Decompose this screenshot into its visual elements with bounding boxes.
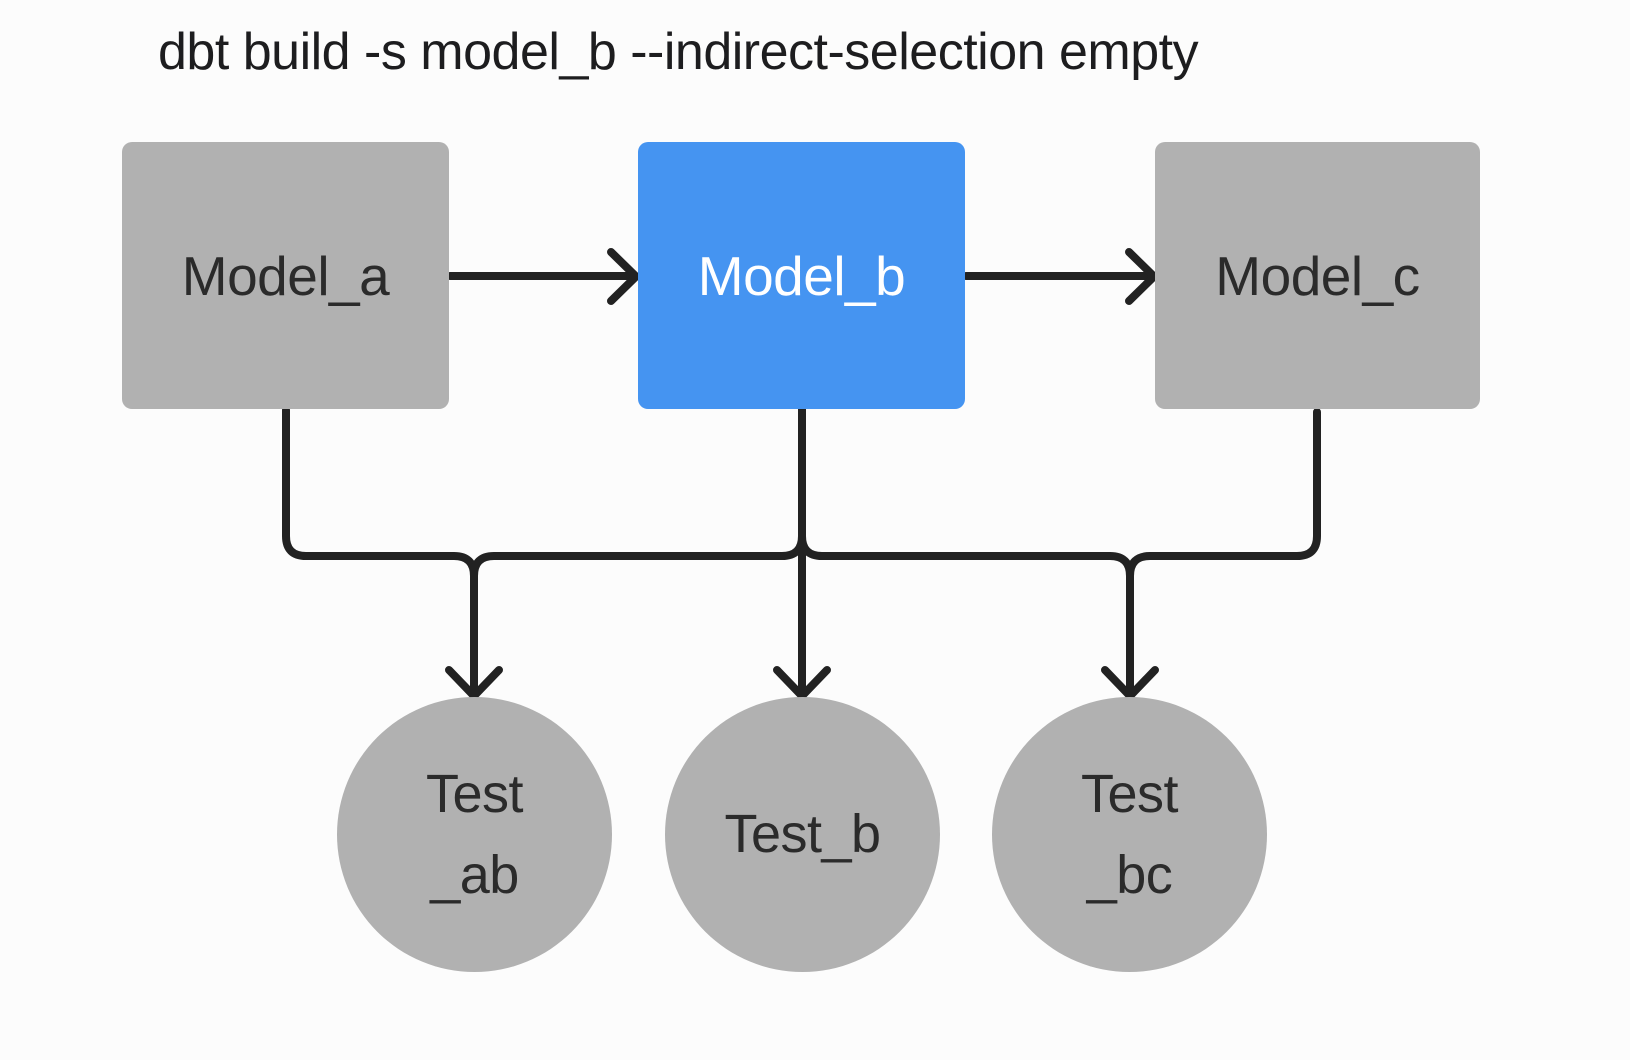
- node-test-ab-label-line2: _ab: [430, 844, 519, 905]
- arrowhead-test-ab-icon: [445, 666, 503, 702]
- node-test-ab: Test _ab: [337, 697, 612, 972]
- node-model-b: Model_b: [638, 142, 965, 409]
- diagram-title: dbt build -s model_b --indirect-selectio…: [158, 23, 1199, 81]
- node-test-bc-label-line1: Test: [1080, 763, 1179, 824]
- node-test-bc: Test _bc: [992, 697, 1267, 972]
- edge-model-b-to-test-ab: [470, 404, 806, 694]
- node-model-c: Model_c: [1155, 142, 1480, 409]
- node-model-b-label: Model_b: [697, 244, 906, 307]
- node-model-c-label: Model_c: [1215, 244, 1420, 307]
- node-test-bc-label-line2: _bc: [1086, 844, 1173, 905]
- arrowhead-test-bc-icon: [1101, 666, 1159, 702]
- arrowhead-test-b-icon: [773, 666, 831, 702]
- node-test-b: Test_b: [665, 697, 940, 972]
- arrowhead-model-c-icon: [1125, 248, 1160, 305]
- edge-model-b-to-test-bc: [798, 404, 1134, 694]
- node-model-a: Model_a: [122, 142, 449, 409]
- edge-model-c-to-test-bc: [1126, 408, 1321, 694]
- node-test-b-label-line1: Test_b: [724, 804, 881, 864]
- arrowhead-model-b-icon: [607, 248, 642, 305]
- node-model-a-label: Model_a: [181, 244, 390, 307]
- node-test-ab-label-line1: Test: [425, 763, 524, 824]
- edge-model-a-to-test-ab: [282, 406, 478, 694]
